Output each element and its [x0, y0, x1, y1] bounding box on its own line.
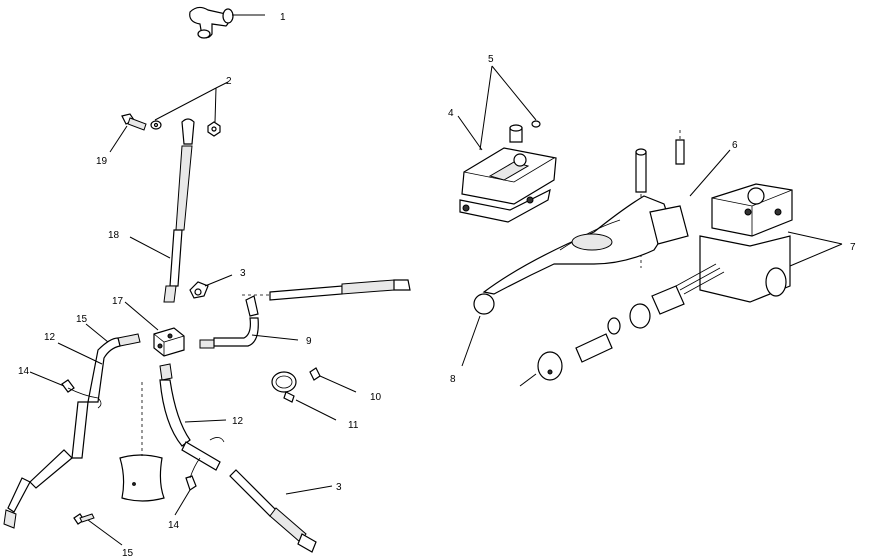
leader-11	[295, 399, 337, 421]
leader-12a	[57, 342, 103, 365]
leader-15a	[85, 323, 109, 343]
leader-14a	[29, 371, 65, 387]
part-clamp	[271, 367, 321, 403]
part-hose-9	[199, 294, 272, 349]
part-junction-block	[153, 327, 185, 357]
leader-3a	[204, 274, 233, 287]
callout-15-upper: 15	[76, 314, 88, 325]
callout-15-lower: 15	[122, 548, 134, 556]
part-left-hose	[3, 333, 141, 529]
callout-4: 4	[448, 108, 454, 119]
part-upper-hose	[269, 279, 411, 301]
callout-5: 5	[488, 54, 494, 65]
part-screw-15	[73, 513, 95, 525]
callout-17: 17	[112, 296, 124, 307]
leader-unlabeled	[519, 373, 537, 387]
callout-2: 2	[226, 76, 232, 87]
callout-8: 8	[450, 374, 456, 385]
leader-9	[251, 334, 299, 341]
callout-7: 7	[850, 242, 856, 253]
part-cover-screws	[509, 120, 541, 143]
callout-1: 1	[280, 12, 286, 23]
leader-15b	[87, 519, 123, 546]
callout-10: 10	[370, 392, 382, 403]
callout-6: 6	[732, 140, 738, 151]
leader-7b	[789, 243, 843, 267]
callout-14-left: 14	[18, 366, 30, 377]
leader-6	[689, 149, 731, 197]
leader-17	[124, 301, 159, 331]
leader-10	[319, 375, 357, 393]
leader-19	[109, 125, 128, 153]
callout-9: 9	[306, 336, 312, 347]
part-bolt-washer-nut	[150, 81, 229, 137]
part-fitting-3	[189, 281, 209, 299]
callout-19: 19	[96, 156, 108, 167]
part-bolt-19	[121, 113, 147, 131]
leader-12b	[184, 419, 227, 423]
part-rod-assembly	[163, 118, 195, 303]
part-piston-assembly	[537, 263, 725, 381]
leader-18	[129, 236, 171, 259]
part-master-cylinder-body	[699, 183, 793, 303]
leader-5b	[491, 65, 537, 121]
part-lower-right-hose	[159, 363, 317, 553]
part-master-cylinder-cover	[459, 147, 557, 223]
part-clip-right	[185, 457, 201, 491]
callout-3-lower: 3	[336, 482, 342, 493]
leader-5a	[479, 65, 493, 151]
callout-12-right: 12	[232, 416, 244, 427]
leader-4	[457, 115, 483, 151]
callout-14-right: 14	[168, 520, 180, 531]
part-pins	[635, 130, 685, 268]
part-pad-15	[119, 382, 165, 502]
callout-12-left: 12	[44, 332, 56, 343]
leader-14b	[174, 489, 191, 516]
part-clip-left	[61, 379, 102, 409]
part-tee-fitting	[189, 6, 234, 39]
callout-18: 18	[108, 230, 120, 241]
leader-3b	[285, 485, 333, 495]
callout-11: 11	[348, 420, 359, 431]
leader-8	[461, 315, 481, 367]
callout-3-upper: 3	[240, 268, 246, 279]
part-brake-lever	[473, 195, 689, 315]
leader-7a	[787, 231, 843, 245]
callouts: 1 2 3 3 4 5 6 7 8 9 10 11 12 12 14 14 15…	[18, 12, 856, 556]
